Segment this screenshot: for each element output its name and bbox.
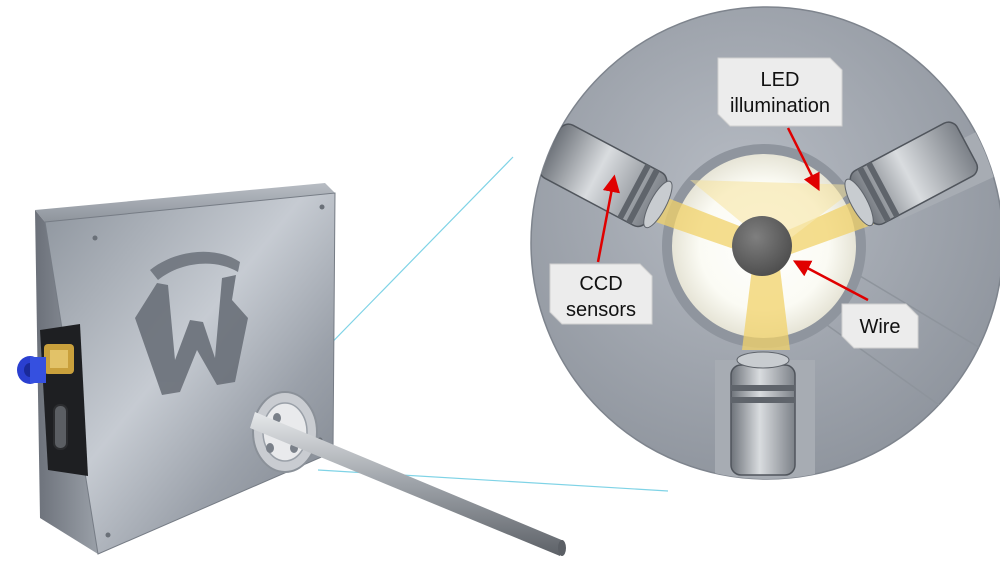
wire-rod [250, 412, 564, 556]
callout-ccd: CCD sensors [549, 263, 653, 325]
w-logo-icon [135, 251, 248, 395]
callout-ccd-line1: CCD [579, 273, 622, 295]
callout-led-line2: illumination [730, 95, 830, 117]
wire-measurement-device [17, 183, 566, 556]
arrow-wire [792, 260, 869, 302]
callout-ccd-line2: sensors [566, 299, 636, 321]
arrow-ccd [596, 174, 620, 263]
ccd-sensor-right [844, 121, 979, 227]
annotation-arrows [596, 127, 869, 302]
ccd-sensor-bottom [730, 351, 796, 476]
callout-led: LED illumination [717, 57, 843, 127]
callout-wire-text: Wire [859, 316, 900, 338]
callout-led-line1: LED [761, 69, 800, 91]
zoomed-sensor-head [530, 6, 1000, 480]
usb-c-port-icon [53, 404, 68, 450]
arrow-led [786, 127, 820, 192]
wire-cross-section [732, 216, 792, 276]
callout-wire: Wire [841, 303, 919, 349]
push-in-fitting-icon [17, 344, 74, 384]
